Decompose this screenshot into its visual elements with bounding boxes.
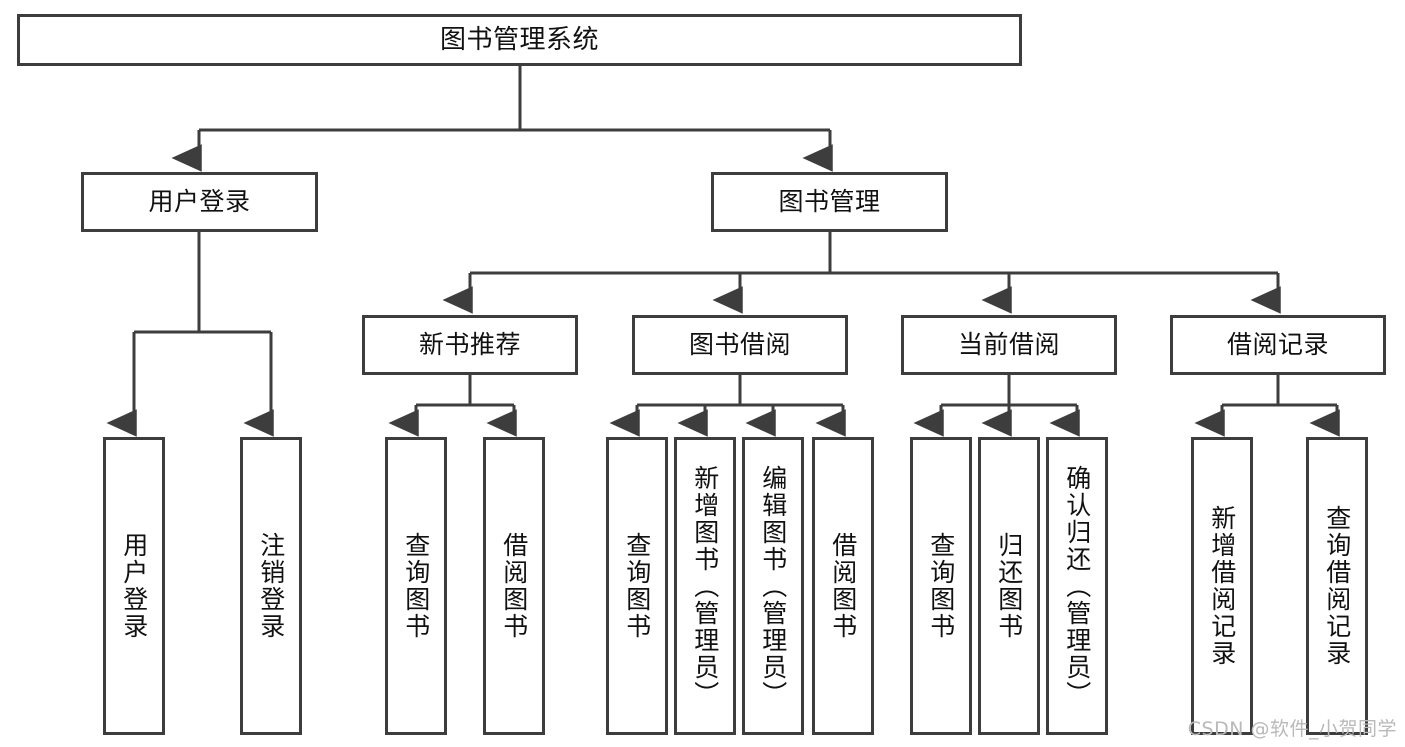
node-label: 查询图书	[622, 532, 652, 640]
node-user-login[interactable]: 用户登录	[81, 172, 318, 232]
node-label: 确认归还（管理员）	[1062, 464, 1092, 708]
node-label: 查询图书	[926, 532, 956, 640]
node-borrow-record[interactable]: 借阅记录	[1170, 315, 1386, 375]
node-label: 归还图书	[994, 532, 1024, 640]
leaf-book-borrow-borrow[interactable]: 借阅图书	[812, 437, 874, 735]
leaf-new-book-query[interactable]: 查询图书	[385, 437, 447, 735]
watermark-text: CSDN @软件_小贺同学	[1187, 718, 1397, 740]
node-new-book-recommend[interactable]: 新书推荐	[362, 315, 578, 375]
leaf-borrow-record-add[interactable]: 新增借阅记录	[1191, 437, 1253, 735]
node-book-management[interactable]: 图书管理	[711, 172, 948, 232]
node-label: 借阅图书	[499, 532, 529, 640]
leaf-book-borrow-add[interactable]: 新增图书（管理员）	[674, 437, 736, 735]
node-label: 当前借阅	[957, 330, 1060, 360]
node-label: 查询借阅记录	[1322, 505, 1352, 667]
node-root-system[interactable]: 图书管理系统	[17, 14, 1022, 66]
node-label: 查询图书	[401, 532, 431, 640]
node-label: 新增借阅记录	[1207, 505, 1237, 667]
node-label: 新书推荐	[418, 330, 521, 360]
node-label: 图书管理系统	[439, 24, 599, 55]
leaf-user-login-login[interactable]: 用户登录	[103, 437, 165, 735]
node-label: 借阅记录	[1226, 330, 1329, 360]
node-label: 用户登录	[119, 532, 149, 640]
leaf-book-borrow-query[interactable]: 查询图书	[606, 437, 668, 735]
leaf-borrow-record-query[interactable]: 查询借阅记录	[1306, 437, 1368, 735]
leaf-book-borrow-edit[interactable]: 编辑图书（管理员）	[742, 437, 804, 735]
node-book-borrow[interactable]: 图书借阅	[632, 315, 848, 375]
node-label: 图书管理	[778, 187, 881, 217]
leaf-new-book-borrow[interactable]: 借阅图书	[483, 437, 545, 735]
leaf-user-login-logout[interactable]: 注销登录	[240, 437, 302, 735]
node-label: 用户登录	[148, 187, 251, 217]
node-label: 借阅图书	[828, 532, 858, 640]
node-label: 编辑图书（管理员）	[758, 464, 788, 708]
node-label: 图书借阅	[688, 330, 791, 360]
node-current-borrow[interactable]: 当前借阅	[901, 315, 1117, 375]
csdn-watermark: CSDN @软件_小贺同学	[1188, 714, 1397, 741]
leaf-current-borrow-return[interactable]: 归还图书	[978, 437, 1040, 735]
node-label: 新增图书（管理员）	[690, 464, 720, 708]
node-label: 注销登录	[256, 532, 286, 640]
leaf-current-borrow-query[interactable]: 查询图书	[910, 437, 972, 735]
leaf-current-borrow-confirm-return[interactable]: 确认归还（管理员）	[1046, 437, 1108, 735]
